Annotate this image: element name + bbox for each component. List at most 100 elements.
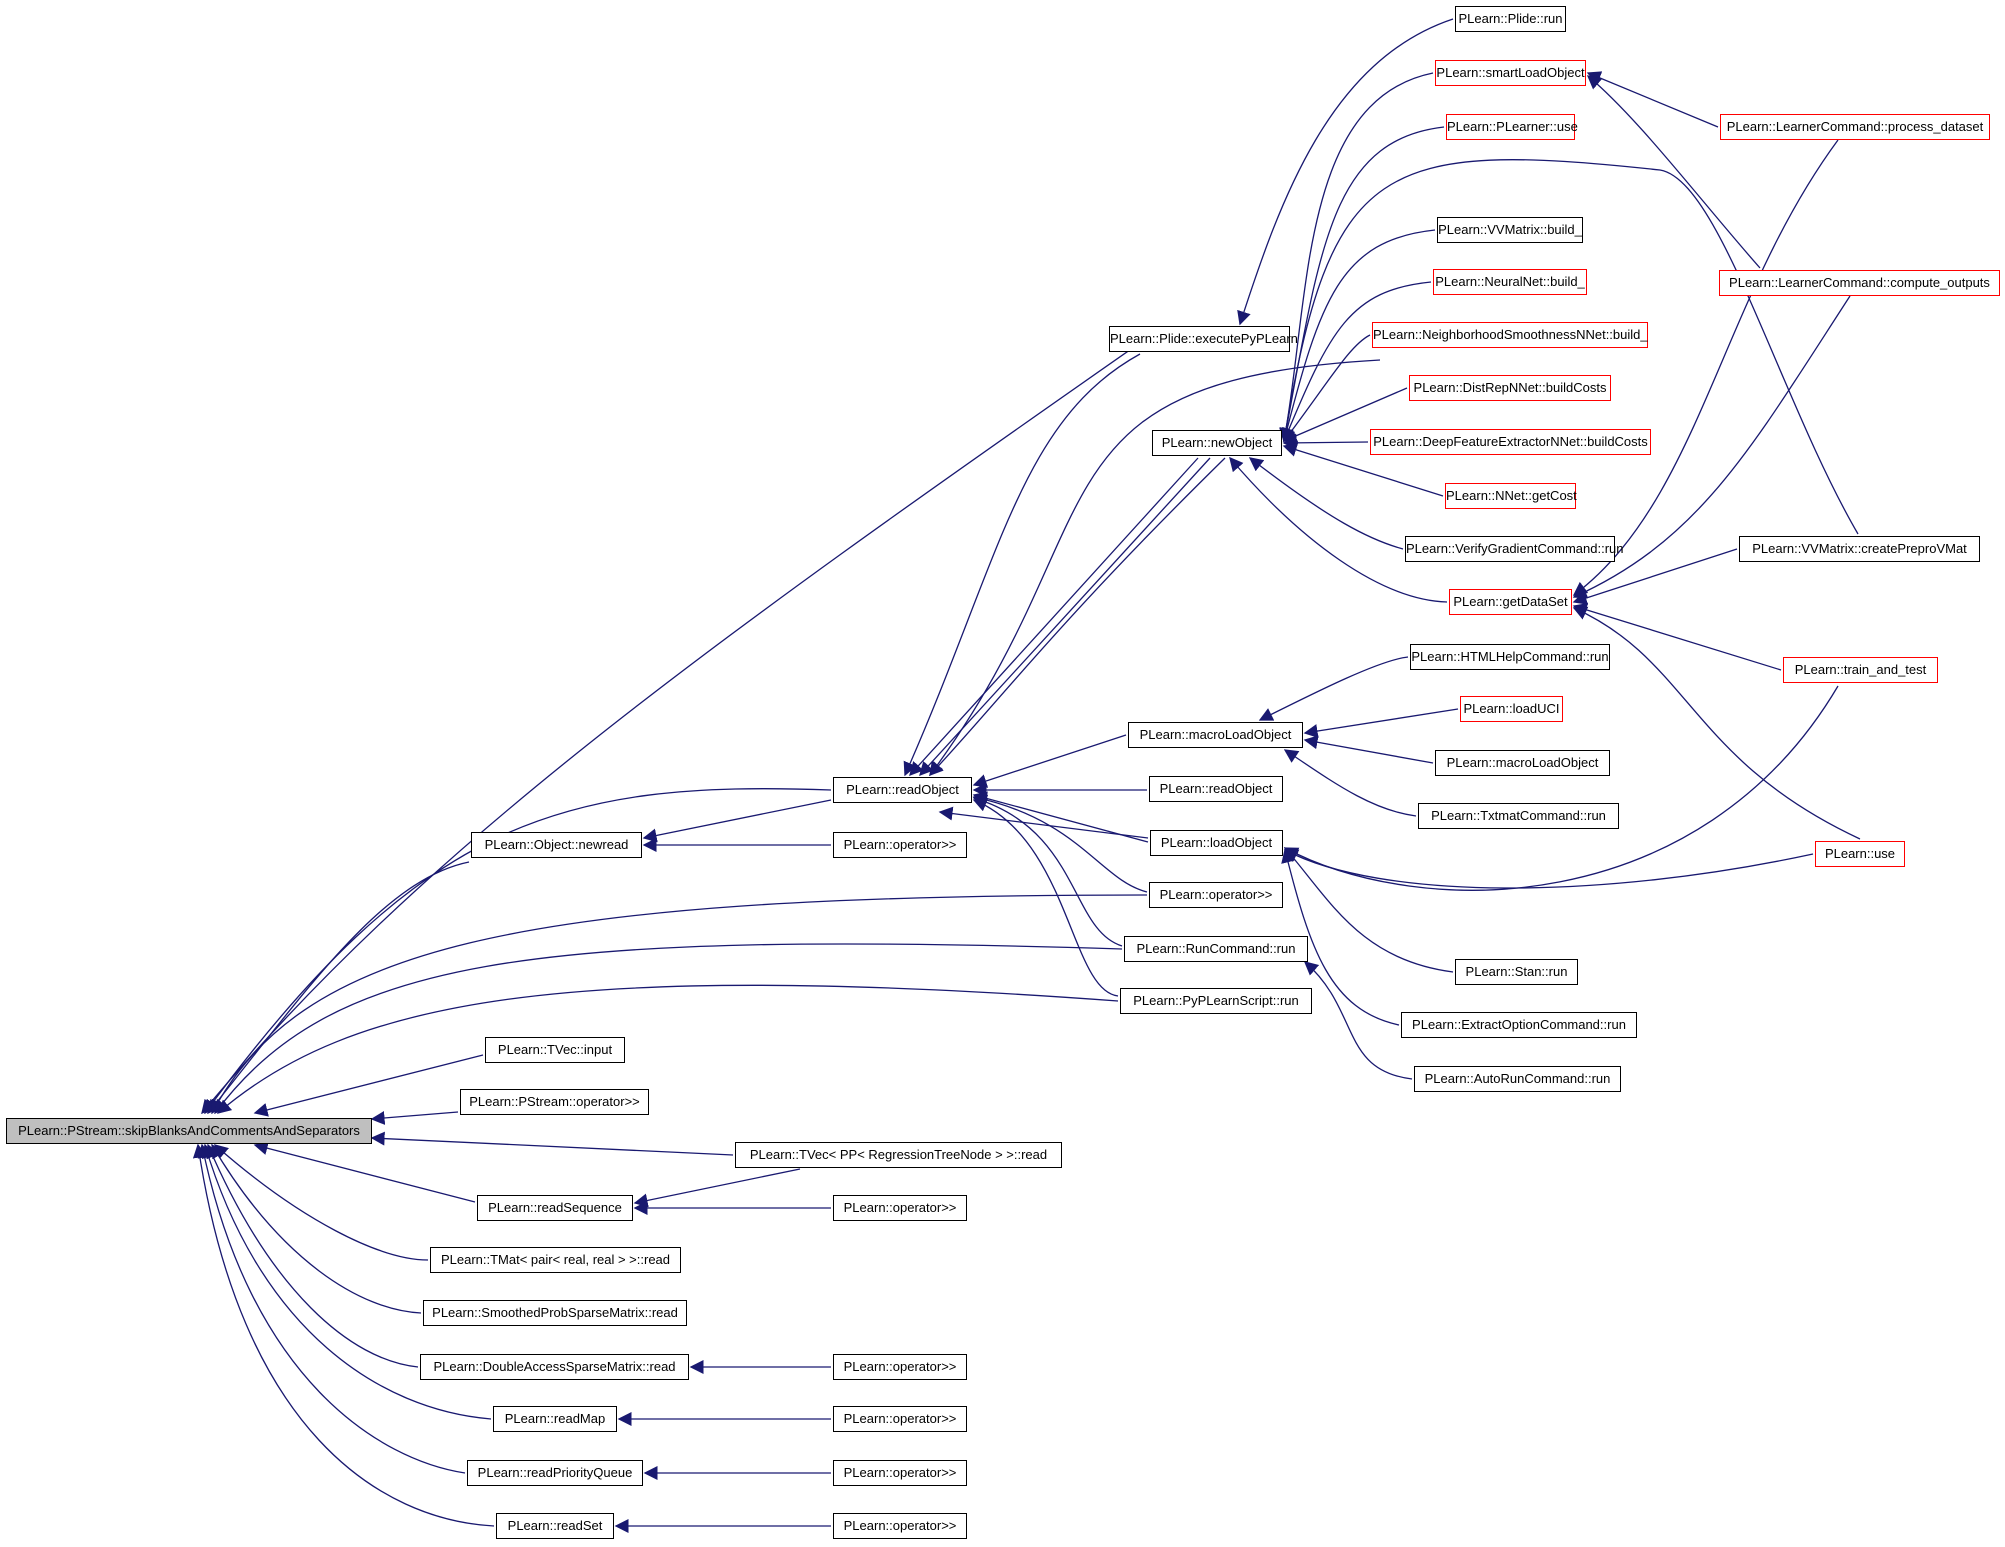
- node-runcommand-run[interactable]: PLearn::RunCommand::run: [1124, 936, 1308, 962]
- edge-loadobject-trainandtest: [1283, 685, 1839, 891]
- node-txtmatcommand-run[interactable]: PLearn::TxtmatCommand::run: [1418, 803, 1619, 829]
- edge-root-operator-shift-1: [211, 894, 1148, 1115]
- node-readpriorityqueue[interactable]: PLearn::readPriorityQueue: [467, 1460, 643, 1486]
- edge-getdataset-computeoutputs: [1572, 295, 1851, 599]
- edge-loadobject-use: [1283, 849, 1814, 889]
- node-vvmatrix-createpreprovmat[interactable]: PLearn::VVMatrix::createPreproVMat: [1739, 536, 1980, 562]
- node-operator-shift-1[interactable]: PLearn::operator>>: [1149, 882, 1283, 908]
- node-extractoptioncommand-run[interactable]: PLearn::ExtractOptionCommand::run: [1401, 1012, 1637, 1038]
- edge-readobject-pyscript: [972, 798, 1119, 997]
- node-nnet-getcost[interactable]: PLearn::NNet::getCost: [1445, 483, 1577, 509]
- edge-getdataset-createprepro: [1572, 548, 1738, 605]
- node-tvec-pp-regressiontreenode-read[interactable]: PLearn::TVec< PP< RegressionTreeNode > >…: [735, 1142, 1062, 1168]
- node-operator-shift-4[interactable]: PLearn::operator>>: [833, 1406, 967, 1432]
- edge-newobject-smartload: [1279, 72, 1434, 443]
- node-learnercommand-compute-outputs[interactable]: PLearn::LearnerCommand::compute_outputs: [1719, 270, 2000, 296]
- node-tvec-input[interactable]: PLearn::TVec::input: [485, 1037, 625, 1063]
- edge-loadobject-extractopt: [1281, 848, 1400, 1026]
- node-readmap[interactable]: PLearn::readMap: [493, 1406, 617, 1432]
- edge-newobject-nnetcost: [1282, 443, 1444, 497]
- node-executepyplearn[interactable]: PLearn::Plide::executePyPLearn: [1109, 326, 1298, 352]
- node-deepfeatureextractornnet-buildcosts[interactable]: PLearn::DeepFeatureExtractorNNet::buildC…: [1370, 429, 1651, 455]
- node-newobject[interactable]: PLearn::newObject: [1152, 430, 1282, 456]
- edge-executepyplearn-pliderun: [1237, 18, 1454, 326]
- node-distrepnnet-buildcosts[interactable]: PLearn::DistRepNNet::buildCosts: [1409, 375, 1611, 401]
- node-operator-shift-0[interactable]: PLearn::operator>>: [833, 832, 967, 858]
- edge-readobject-newobject-1: [909, 457, 1199, 777]
- edge-root-dasm: [206, 1143, 419, 1368]
- edge-root-readset: [192, 1143, 495, 1527]
- edge-newobject-distrep: [1282, 387, 1408, 443]
- node-operator-shift-3[interactable]: PLearn::operator>>: [833, 1354, 967, 1380]
- edge-readobject-executepyplearn: [903, 353, 1141, 777]
- edge-root-tvecpp: [370, 1131, 734, 1156]
- node-macroloadobject[interactable]: PLearn::macroLoadObject: [1128, 722, 1303, 748]
- edge-root-readpq: [197, 1143, 466, 1474]
- edge-readobject-opshift1: [972, 792, 1148, 893]
- edge-runcommand-autorun: [1303, 961, 1413, 1080]
- node-use[interactable]: PLearn::use: [1815, 841, 1905, 867]
- node-pyplearnscript-run[interactable]: PLearn::PyPLearnScript::run: [1120, 988, 1312, 1014]
- node-loaduci[interactable]: PLearn::loadUCI: [1460, 696, 1563, 722]
- node-smartloadobject[interactable]: PLearn::smartLoadObject: [1435, 60, 1586, 86]
- edge-macroload-htmlhelp: [1258, 656, 1409, 721]
- edge-root-newread: [207, 861, 470, 1115]
- edge-smartload-computeoutputs: [1586, 75, 1761, 269]
- edge-smartload-processdataset: [1586, 71, 1719, 128]
- edge-newobject-deepfeat: [1282, 435, 1369, 450]
- edge-getdataset-use: [1572, 606, 1861, 840]
- node-macroloadobject-leaf[interactable]: PLearn::macroLoadObject: [1435, 750, 1610, 776]
- root-node[interactable]: PLearn::PStream::skipBlanksAndCommentsAn…: [6, 1118, 372, 1144]
- edge-readsequence-tvecpp: [633, 1168, 801, 1208]
- node-neighborhoodsmoothnessnnet-build[interactable]: PLearn::NeighborhoodSmoothnessNNet::buil…: [1372, 322, 1648, 348]
- node-tmat-pair-real-read[interactable]: PLearn::TMat< pair< real, real > >::read: [430, 1247, 681, 1273]
- edge-root-tvec-input: [253, 1054, 484, 1117]
- node-operator-shift-6[interactable]: PLearn::operator>>: [833, 1513, 967, 1539]
- edge-readobject-nsnn-stub: [929, 359, 1381, 777]
- edge-newobject-verifygrad: [1248, 457, 1404, 550]
- node-train-and-test[interactable]: PLearn::train_and_test: [1783, 657, 1938, 683]
- node-htmlhelpcommand-run[interactable]: PLearn::HTMLHelpCommand::run: [1410, 644, 1610, 670]
- node-neuralnet-build[interactable]: PLearn::NeuralNet::build_: [1433, 269, 1587, 295]
- node-readset[interactable]: PLearn::readSet: [496, 1513, 614, 1539]
- edge-macroload-loaduci: [1303, 708, 1459, 738]
- node-smoothedprobsparsematrix-read[interactable]: PLearn::SmoothedProbSparseMatrix::read: [423, 1300, 687, 1326]
- edge-newobject-nsnnbuild: [1283, 334, 1371, 443]
- edge-loadobject-stan: [1284, 846, 1454, 973]
- edge-loadobject-readobject: [938, 806, 1149, 839]
- node-operator-shift-5[interactable]: PLearn::operator>>: [833, 1460, 967, 1486]
- edge-root-pstream-operator: [370, 1111, 459, 1125]
- node-pstream-operator-shift[interactable]: PLearn::PStream::operator>>: [460, 1089, 649, 1115]
- node-readobject[interactable]: PLearn::readObject: [833, 777, 972, 803]
- edge-readobject-macroload: [972, 734, 1127, 788]
- edge-root-pyplearnscript: [216, 984, 1119, 1114]
- node-loadobject[interactable]: PLearn::loadObject: [1150, 830, 1283, 856]
- node-plide-run[interactable]: PLearn::Plide::run: [1455, 6, 1566, 32]
- edge-readobject-newobject-3: [929, 457, 1226, 777]
- edge-root-executepyplearn: [201, 337, 1148, 1115]
- edge-newobject-neuralbuild: [1282, 281, 1432, 443]
- node-object-newread[interactable]: PLearn::Object::newread: [471, 832, 642, 858]
- edge-root-smoothed: [211, 1143, 422, 1314]
- edge-root-readmap: [201, 1143, 492, 1420]
- node-getdataset[interactable]: PLearn::getDataSet: [1449, 589, 1572, 615]
- node-stan-run[interactable]: PLearn::Stan::run: [1455, 959, 1578, 985]
- node-readsequence[interactable]: PLearn::readSequence: [477, 1195, 633, 1221]
- node-verifygradientcommand-run[interactable]: PLearn::VerifyGradientCommand::run: [1405, 536, 1624, 562]
- node-plearner-use[interactable]: PLearn::PLearner::use: [1446, 114, 1578, 140]
- node-operator-shift-2[interactable]: PLearn::operator>>: [833, 1195, 967, 1221]
- edge-macroload-macroload2: [1303, 735, 1434, 764]
- node-readobject-leaf[interactable]: PLearn::readObject: [1149, 776, 1283, 802]
- edge-getdataset-processdataset: [1572, 139, 1839, 596]
- edge-newobject-getdataset: [1229, 456, 1448, 603]
- node-doubleaccesssparsematrix-read[interactable]: PLearn::DoubleAccessSparseMatrix::read: [420, 1354, 689, 1380]
- edge-root-readsequence: [253, 1141, 476, 1203]
- edge-root-tmatpair: [213, 1144, 429, 1261]
- node-learnercommand-process-dataset[interactable]: PLearn::LearnerCommand::process_dataset: [1720, 114, 1990, 140]
- edge-newobject-createprepro: [1279, 159, 1859, 535]
- edge-newread-readobject: [642, 799, 832, 843]
- node-autoruncommand-run[interactable]: PLearn::AutoRunCommand::run: [1414, 1066, 1621, 1092]
- node-vvmatrix-build[interactable]: PLearn::VVMatrix::build_: [1437, 217, 1583, 243]
- edge-root-runcommand: [214, 943, 1123, 1115]
